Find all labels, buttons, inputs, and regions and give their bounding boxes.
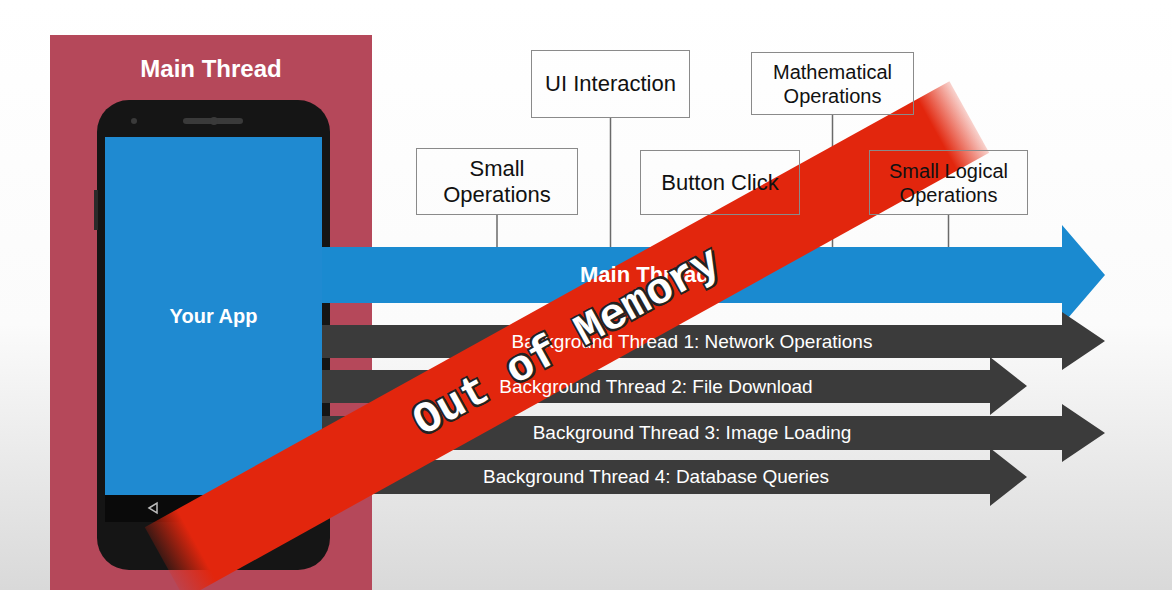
node-text: Background Thread 3: Image Loading [533, 422, 852, 444]
operation-box: Small Operations [416, 148, 578, 215]
operation-box: UI Interaction [531, 50, 690, 118]
phone-button [94, 190, 98, 230]
thread-arrow-shape [322, 312, 1105, 370]
node-text: Small Operations [423, 156, 571, 208]
node-text: Background Thread 4: Database Queries [483, 466, 829, 488]
node-text: Your App [170, 305, 258, 328]
node-text: UI Interaction [545, 71, 676, 97]
operation-box: Small Logical Operations [869, 150, 1028, 215]
warning-banner [145, 81, 989, 590]
phone-screen [105, 137, 322, 495]
app-screen: Your App [105, 137, 322, 495]
background-thread-arrow: Background Thread 1: Network Operations [322, 325, 1062, 358]
thread-panel: Main ThreadYour App [50, 35, 372, 590]
connector-line [610, 118, 612, 247]
background-thread-arrow: Background Thread 4: Database Queries [322, 460, 990, 494]
node-text: Main Thread [140, 55, 281, 83]
node-text: Button Click [661, 170, 778, 196]
operation-box: Button Click [640, 150, 800, 215]
connector-line [496, 215, 498, 247]
phone-sensor [131, 118, 137, 124]
operation-box: Mathematical Operations [751, 52, 914, 115]
node-text: Mathematical Operations [758, 60, 907, 108]
phone-speaker [183, 118, 243, 124]
node-text: Small Logical Operations [876, 159, 1021, 207]
connector-line [948, 215, 950, 247]
back-button [149, 503, 157, 513]
phone-camera [210, 117, 218, 125]
